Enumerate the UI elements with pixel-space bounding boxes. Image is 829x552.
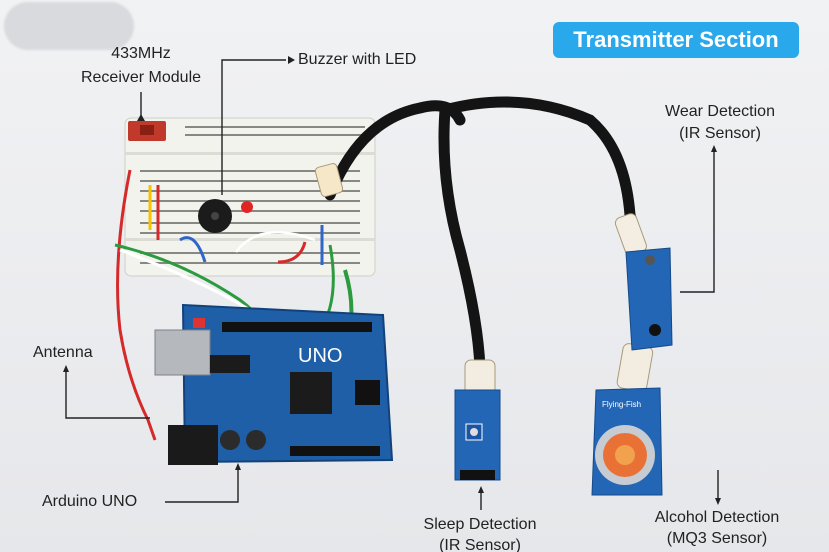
wear-label-line2: (IR Sensor) [679,125,761,142]
breadboard [124,117,376,277]
alcohol-mq3-sensor [591,387,663,496]
arduino-board [154,303,394,465]
uno-text: UNO [298,345,342,367]
antenna-label: Antenna [33,344,93,361]
receiver-label-line1: 433MHz [111,45,171,62]
sensor-brand-text: Flying-Fish [602,400,641,409]
led [241,201,253,213]
annotation-arrowheads [63,56,721,505]
transmitter-section-badge: Transmitter Section [553,22,799,58]
sleep-label-line1: Sleep Detection [423,516,537,533]
sleep-label-line2: (IR Sensor) [439,537,521,552]
blurred-region [4,2,134,50]
alcohol-label-line1: Alcohol Detection [654,509,780,526]
receiver-module [128,121,166,141]
wear-label-line1: Wear Detection [665,103,775,120]
cable-sleeves [324,96,646,374]
sleep-ir-sensor [454,389,501,481]
alcohol-label-line2: (MQ3 Sensor) [666,530,768,547]
arduino-label: Arduino UNO [42,493,138,510]
antenna-wire [116,169,157,441]
buzzer-label: Buzzer with LED [298,51,417,68]
annotation-lines [65,59,719,510]
wear-ir-sensor [625,247,673,351]
receiver-label-line2: Receiver Module [80,69,202,86]
